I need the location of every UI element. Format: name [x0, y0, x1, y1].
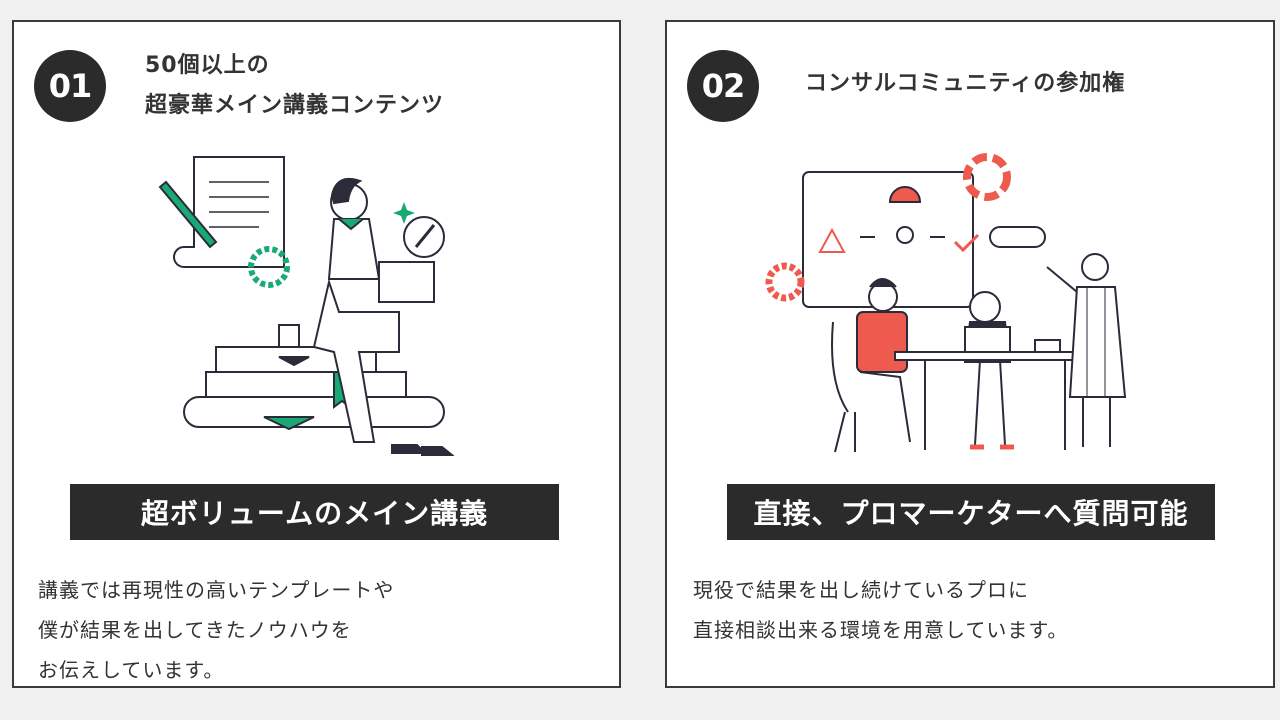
card-title: 50個以上の 超豪華メイン講義コンテンツ: [145, 46, 444, 126]
description-line: 現役で結果を出し続けているプロに: [693, 578, 1029, 602]
feature-banner: 直接、プロマーケターへ質問可能: [727, 484, 1215, 540]
description-line: 講義では再現性の高いテンプレートや: [38, 578, 395, 602]
title-line: コンサルコミュニティの参加権: [805, 71, 1126, 96]
card-title: コンサルコミュニティの参加権: [805, 64, 1125, 104]
description-line: お伝えしています。: [38, 658, 225, 682]
description-line: 直接相談出来る環境を用意しています。: [693, 618, 1069, 642]
description-line: 僕が結果を出してきたノウハウを: [38, 618, 352, 642]
feature-card-main-lectures: 01 50個以上の 超豪華メイン講義コンテンツ 超ボリュームのメイン講義 講義で…: [12, 20, 621, 688]
feature-banner: 超ボリュームのメイン講義: [70, 484, 559, 540]
card-description: 講義では再現性の高いテンプレートや 僕が結果を出してきたノウハウを お伝えしてい…: [38, 570, 394, 690]
card-description: 現役で結果を出し続けているプロに 直接相談出来る環境を用意しています。: [693, 570, 1068, 650]
title-line: 50個以上の: [145, 53, 270, 78]
studying-person-illustration: [158, 156, 454, 456]
number-badge: 01: [34, 50, 106, 122]
number-badge: 02: [687, 50, 759, 122]
team-meeting-illustration: [765, 153, 1127, 453]
feature-card-consulting-community: 02 コンサルコミュニティの参加権 直接、プロマーケターへ質問可能 現役で結果を: [665, 20, 1275, 688]
title-line: 超豪華メイン講義コンテンツ: [145, 93, 445, 118]
